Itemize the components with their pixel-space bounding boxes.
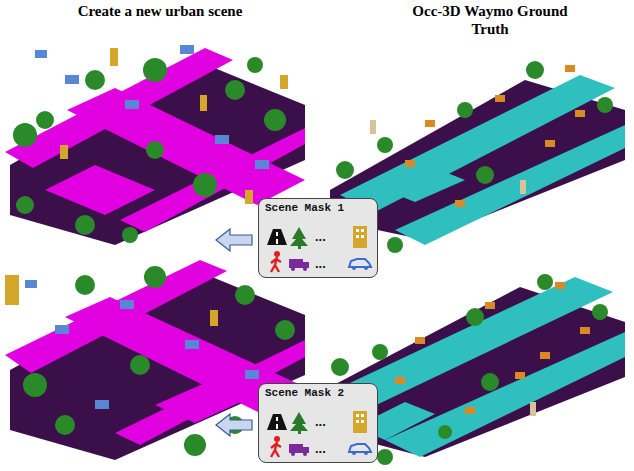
left-arrow bbox=[216, 229, 252, 251]
ellipsis: ... bbox=[315, 256, 326, 271]
scene-mask-box: Scene Mask 2...... bbox=[258, 383, 378, 463]
box-title: Scene Mask 2 bbox=[265, 387, 344, 399]
ellipsis: ... bbox=[315, 414, 326, 429]
scene-mask-box: Scene Mask 1...... bbox=[258, 198, 378, 278]
left-arrow bbox=[216, 414, 252, 436]
column-heading: Create a new urban scene bbox=[20, 2, 300, 20]
box-title: Scene Mask 1 bbox=[265, 202, 344, 214]
ellipsis: ... bbox=[315, 229, 326, 244]
ellipsis: ... bbox=[315, 441, 326, 456]
column-heading: Occ-3D Waymo Ground Truth bbox=[405, 2, 575, 38]
